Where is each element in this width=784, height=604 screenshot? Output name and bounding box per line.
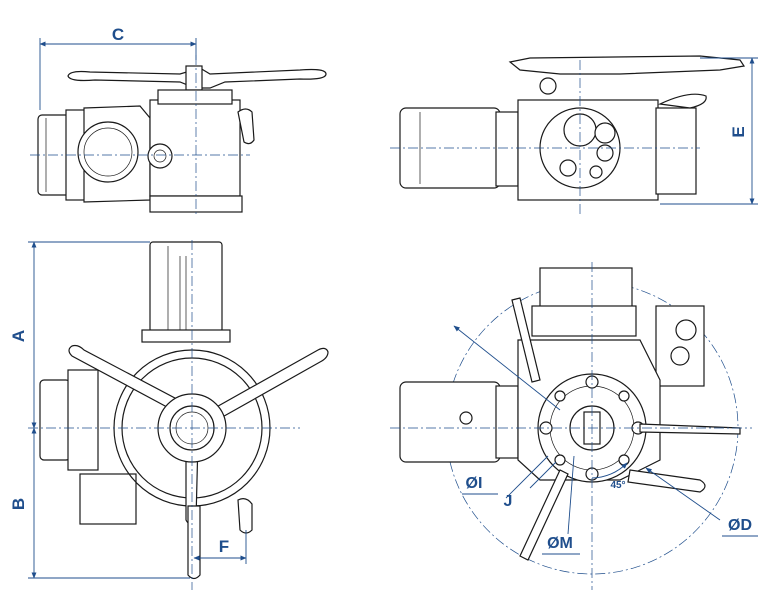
dim-label-om: ØM [547,535,573,552]
dim-label-f: F [219,537,229,556]
angle-label-45: 45° [610,480,625,491]
dim-label-j: J [504,493,513,510]
dim-label-a: A [9,330,28,342]
side-view-top-left: C [30,25,327,215]
dim-label-e: E [729,126,748,137]
bottom-view-bottom-right: ØI J ØM ØD 45° [390,262,758,590]
dim-label-oi: ØI [466,475,483,492]
dim-label-b: B [9,498,28,510]
dim-label-od: ØD [728,517,752,534]
side-view-top-right: E [390,55,758,215]
front-view-bottom-left: A B F [9,240,329,590]
dim-label-c: C [112,25,124,44]
